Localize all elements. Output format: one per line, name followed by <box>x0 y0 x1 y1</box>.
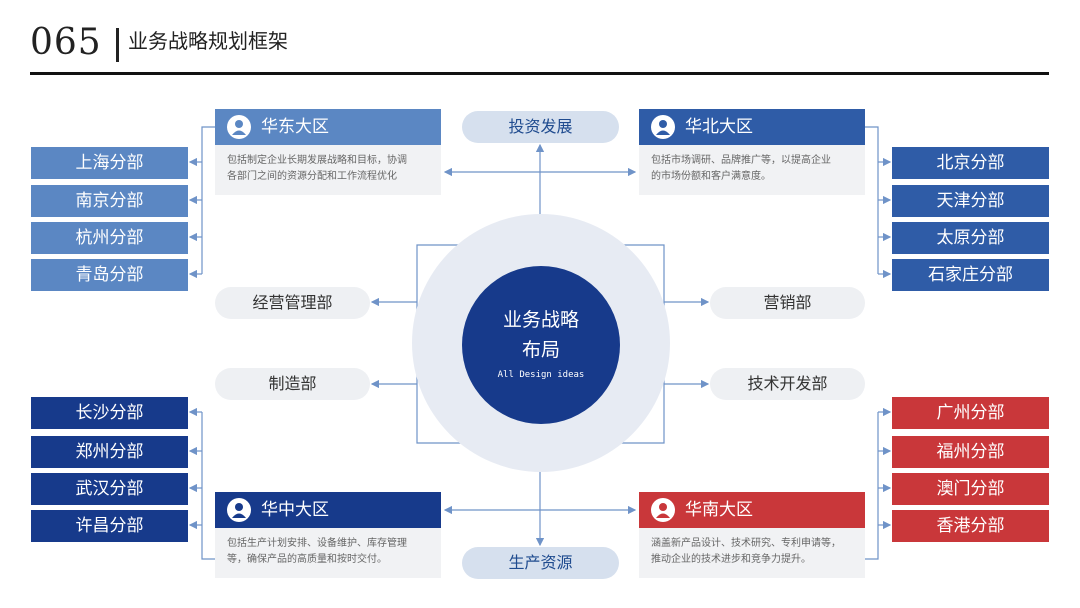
branch-east: 青岛分部 <box>31 259 188 291</box>
branch-south: 澳门分部 <box>892 473 1049 505</box>
region-south-desc-line1: 涵盖新产品设计、技术研究、专利申请等， <box>651 538 841 549</box>
pill-marketing: 营销部 <box>710 287 865 319</box>
region-central-header: 华中大区 <box>215 492 441 528</box>
region-north-desc-line2: 的市场份额和客户满意度。 <box>651 171 771 182</box>
center-subtitle: All Design ideas <box>497 370 585 380</box>
user-icon <box>227 115 251 139</box>
region-south-desc-line2: 推动企业的技术进步和竞争力提升。 <box>651 554 811 565</box>
region-central-desc: 包括生产计划安排、设备维护、库存管理 等，确保产品的高质量和按时交付。 <box>215 528 441 578</box>
branch-south: 香港分部 <box>892 510 1049 542</box>
page-number: 065 <box>30 22 102 63</box>
title-divider <box>116 28 119 62</box>
region-north-desc-line1: 包括市场调研、品牌推广等，以提高企业 <box>651 155 831 166</box>
branch-east: 上海分部 <box>31 147 188 179</box>
region-east-title: 华东大区 <box>261 117 329 137</box>
pill-manufacturing: 制造部 <box>215 368 370 400</box>
branch-central: 许昌分部 <box>31 510 188 542</box>
user-icon <box>227 498 251 522</box>
region-south-desc: 涵盖新产品设计、技术研究、专利申请等， 推动企业的技术进步和竞争力提升。 <box>639 528 865 578</box>
region-central-desc-line2: 等，确保产品的高质量和按时交付。 <box>227 554 387 565</box>
branch-south: 福州分部 <box>892 436 1049 468</box>
region-north-desc: 包括市场调研、品牌推广等，以提高企业 的市场份额和客户满意度。 <box>639 145 865 195</box>
user-icon <box>651 115 675 139</box>
region-central-desc-line1: 包括生产计划安排、设备维护、库存管理 <box>227 538 407 549</box>
page-title: 业务战略规划框架 <box>128 29 288 53</box>
branch-north: 石家庄分部 <box>892 259 1049 291</box>
branch-central: 长沙分部 <box>31 397 188 429</box>
region-east-desc: 包括制定企业长期发展战略和目标，协调 各部门之间的资源分配和工作流程优化 <box>215 145 441 195</box>
pill-production: 生产资源 <box>462 547 619 579</box>
branch-south: 广州分部 <box>892 397 1049 429</box>
branch-north: 天津分部 <box>892 185 1049 217</box>
center-circle: 业务战略 布局 All Design ideas <box>462 266 620 424</box>
branch-east: 南京分部 <box>31 185 188 217</box>
region-east-desc-line1: 包括制定企业长期发展战略和目标，协调 <box>227 155 407 166</box>
pill-investment: 投资发展 <box>462 111 619 143</box>
region-south-header: 华南大区 <box>639 492 865 528</box>
branch-central: 武汉分部 <box>31 473 188 505</box>
region-east-desc-line2: 各部门之间的资源分配和工作流程优化 <box>227 171 397 182</box>
branch-east: 杭州分部 <box>31 222 188 254</box>
region-east-header: 华东大区 <box>215 109 441 145</box>
region-north-title: 华北大区 <box>685 117 753 137</box>
branch-central: 郑州分部 <box>31 436 188 468</box>
center-title-line2: 布局 <box>521 339 560 361</box>
center-title-line1: 业务战略 <box>502 309 579 331</box>
pill-operations: 经营管理部 <box>215 287 370 319</box>
user-icon <box>651 498 675 522</box>
region-central-title: 华中大区 <box>261 500 329 520</box>
branch-north: 北京分部 <box>892 147 1049 179</box>
region-south-title: 华南大区 <box>685 500 753 520</box>
pill-rnd: 技术开发部 <box>710 368 865 400</box>
region-north-header: 华北大区 <box>639 109 865 145</box>
header-rule <box>30 72 1049 75</box>
branch-north: 太原分部 <box>892 222 1049 254</box>
